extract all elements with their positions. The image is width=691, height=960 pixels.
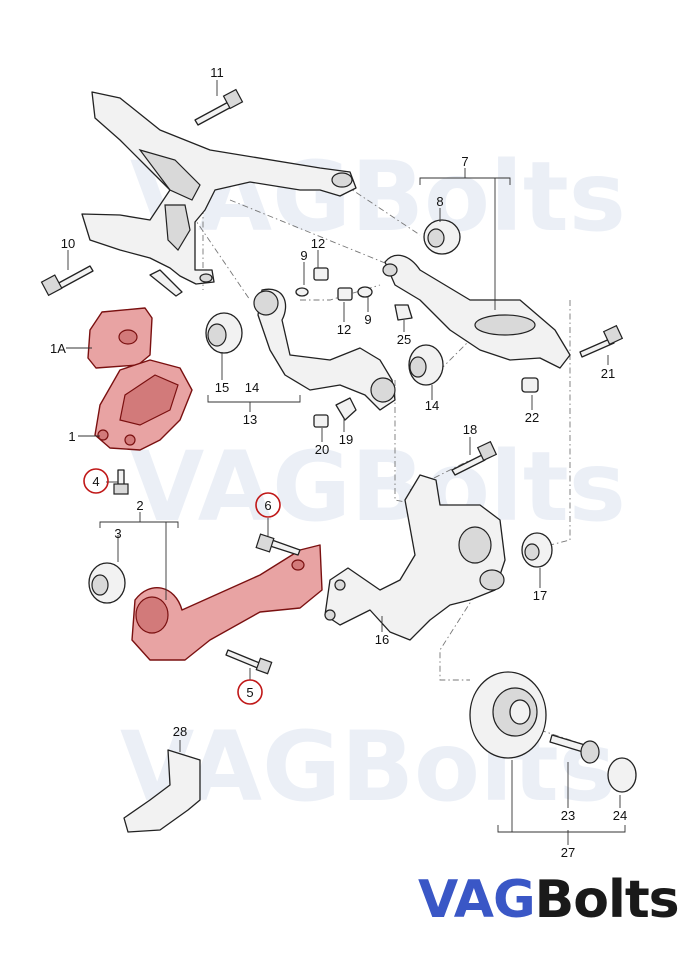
brand-logo: VAGBolts [418,870,680,930]
callout-8: 8 [436,194,443,209]
callout-circles [83,468,281,705]
callout-labels: 11 10 1A 1 4 9 12 12 9 25 15 14 13 14 20… [50,65,627,860]
leader-lines [66,80,626,845]
wheel-hub-27 [469,671,547,759]
callout-11: 11 [210,65,224,80]
bracket-28 [123,749,201,833]
bushing-8 [423,219,461,255]
callout-14-left: 14 [245,380,259,395]
callout-14-right: 14 [425,398,439,413]
bolt-18 [451,440,498,476]
callout-1: 1 [68,429,75,444]
bolt-23 [549,734,600,764]
callout-4: 4 [92,474,99,489]
bracket-19 [335,397,357,421]
bolt-11 [194,88,244,126]
mount-1a [87,307,153,369]
callout-10: 10 [61,236,75,251]
subframe [81,91,357,297]
bracket-1 [94,359,193,451]
bolt-21 [579,324,624,358]
bushing-3 [88,562,126,604]
callout-12-upper: 12 [311,236,325,251]
callout-3: 3 [114,526,121,541]
bolt-6 [255,533,301,556]
brand-logo-prefix: VAG [418,870,536,930]
nut-12b [337,287,353,301]
callout-18: 18 [463,422,477,437]
callout-20: 20 [315,442,329,457]
callout-17: 17 [533,588,547,603]
nut-20 [313,414,329,428]
lower-control-arm-7 [382,254,571,369]
bushing-15 [205,312,243,354]
bolt-25 [394,304,413,321]
trailing-arm-2 [131,544,323,661]
callout-9-lower: 9 [364,312,371,327]
callout-23: 23 [561,808,575,823]
callout-22: 22 [525,410,539,425]
callout-24: 24 [613,808,627,823]
brand-logo-suffix: Bolts [534,870,680,930]
callout-6: 6 [264,498,271,513]
washer-9a [295,287,309,297]
callout-28: 28 [173,724,187,739]
nut-12a [313,267,329,281]
bushing-14-right [408,344,444,386]
callout-12-lower: 12 [337,322,351,337]
callout-7: 7 [461,154,468,169]
callout-25: 25 [397,332,411,347]
wheel-carrier-16 [324,474,506,641]
bolt-10 [40,265,94,297]
washer-9b [357,286,373,298]
callout-27: 27 [561,845,575,860]
bolt-4 [113,469,129,495]
callout-16: 16 [375,632,389,647]
upper-control-arm-13 [253,288,396,411]
callout-2: 2 [136,498,143,513]
callout-9-upper: 9 [300,248,307,263]
nut-22 [521,377,539,393]
callout-13: 13 [243,412,257,427]
callout-19: 19 [339,432,353,447]
bushing-17 [521,532,553,568]
callout-5: 5 [246,685,253,700]
bolt-5 [225,649,273,675]
watermark: VAGBolts VAGBolts VAGBolts [120,141,626,823]
callout-15: 15 [215,380,229,395]
callout-21: 21 [601,366,615,381]
cap-24 [607,757,637,793]
callout-1a: 1A [50,341,66,356]
watermark-text-2: VAGBolts [130,431,626,543]
